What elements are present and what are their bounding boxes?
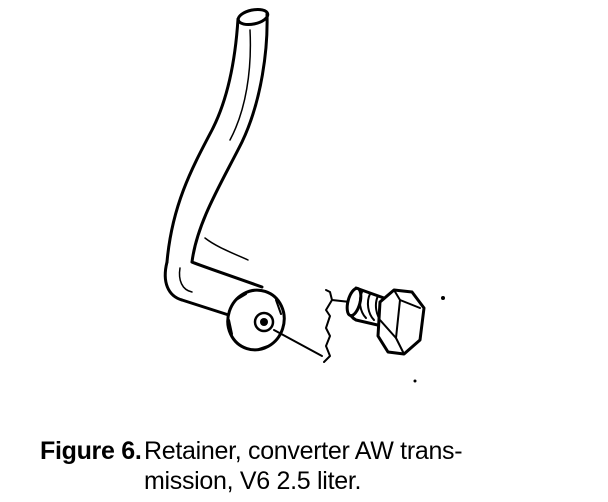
caption-text-line-1: Retainer, converter AW trans- <box>144 437 463 465</box>
caption-line-1: Figure 6. Retainer, converter AW trans- <box>40 436 600 466</box>
figure-caption: Figure 6. Retainer, converter AW trans- … <box>40 436 600 496</box>
retainer-rod <box>163 7 270 320</box>
retainer-illustration <box>163 7 445 383</box>
figure-label: Figure 6. <box>40 437 142 465</box>
specks <box>413 296 445 383</box>
caption-text-line-2: mission, V6 2.5 liter. <box>144 467 362 495</box>
caption-line-2: mission, V6 2.5 liter. <box>40 466 600 496</box>
bolt <box>345 286 426 356</box>
nut <box>226 288 286 352</box>
caption-indent <box>40 466 144 496</box>
leader-lines <box>273 289 351 363</box>
